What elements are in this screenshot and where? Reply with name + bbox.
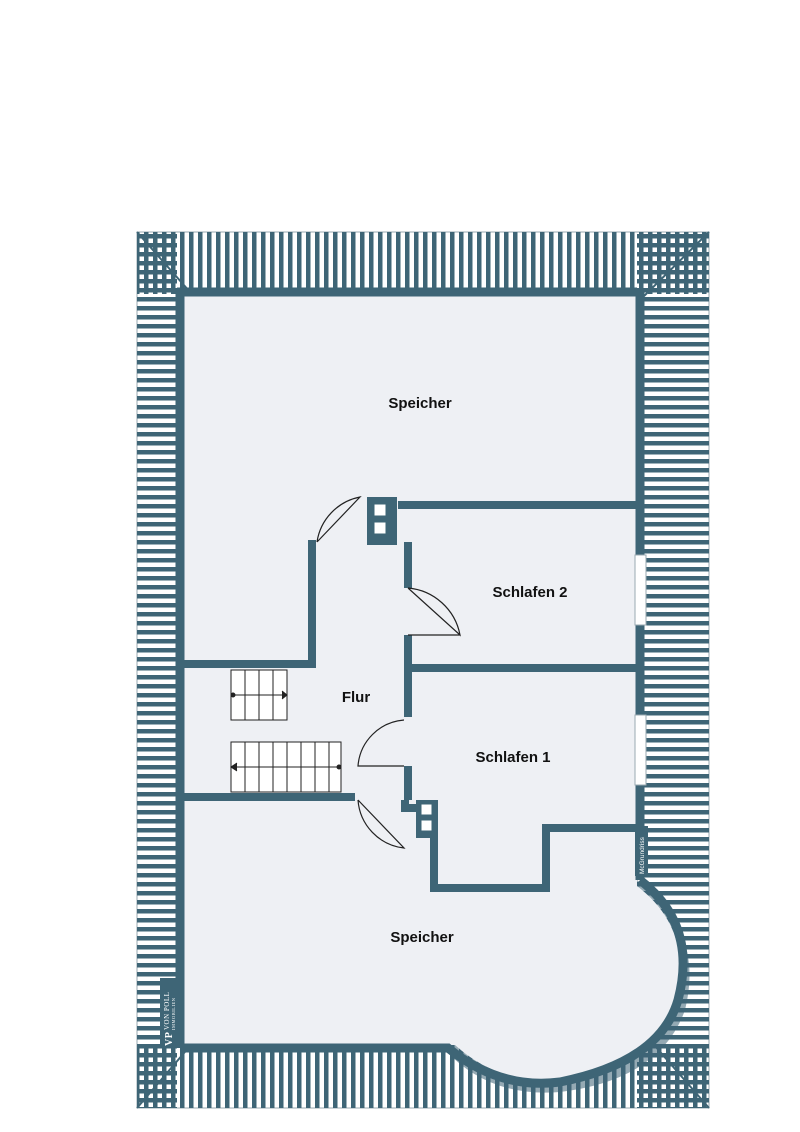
brand-tagline: IMMOBILIEN — [171, 997, 176, 1030]
stairs-lower — [230, 741, 342, 793]
floor-area — [177, 294, 681, 1080]
room-label-schlafen-2: Schlafen 2 — [492, 584, 567, 601]
credit-badge: McGrundriss — [635, 826, 648, 876]
chimney-top — [367, 497, 397, 545]
room-label-schlafen-1: Schlafen 1 — [475, 749, 550, 766]
doors — [316, 496, 461, 849]
door-speicher-bottom — [357, 799, 406, 849]
credit-text: McGrundriss — [639, 836, 646, 874]
door-schlafen-2 — [407, 587, 461, 637]
window-schlafen-2 — [634, 554, 647, 626]
chimney-bottom — [416, 800, 438, 838]
door-schlafen-1 — [357, 719, 405, 767]
stairs-upper — [230, 669, 288, 721]
door-speicher-top — [316, 496, 362, 543]
windows — [634, 554, 647, 786]
brand-logo-mark: VP — [164, 1032, 175, 1046]
room-label-speicher-bottom: Speicher — [390, 929, 454, 946]
interior-walls — [177, 501, 640, 892]
window-schlafen-1 — [634, 714, 647, 786]
room-label-flur: Flur — [342, 689, 370, 706]
room-label-speicher-top: Speicher — [388, 395, 452, 412]
brand-badge: VP VON POLL IMMOBILIEN — [160, 978, 176, 1048]
brand-name: VON POLL — [163, 992, 171, 1030]
